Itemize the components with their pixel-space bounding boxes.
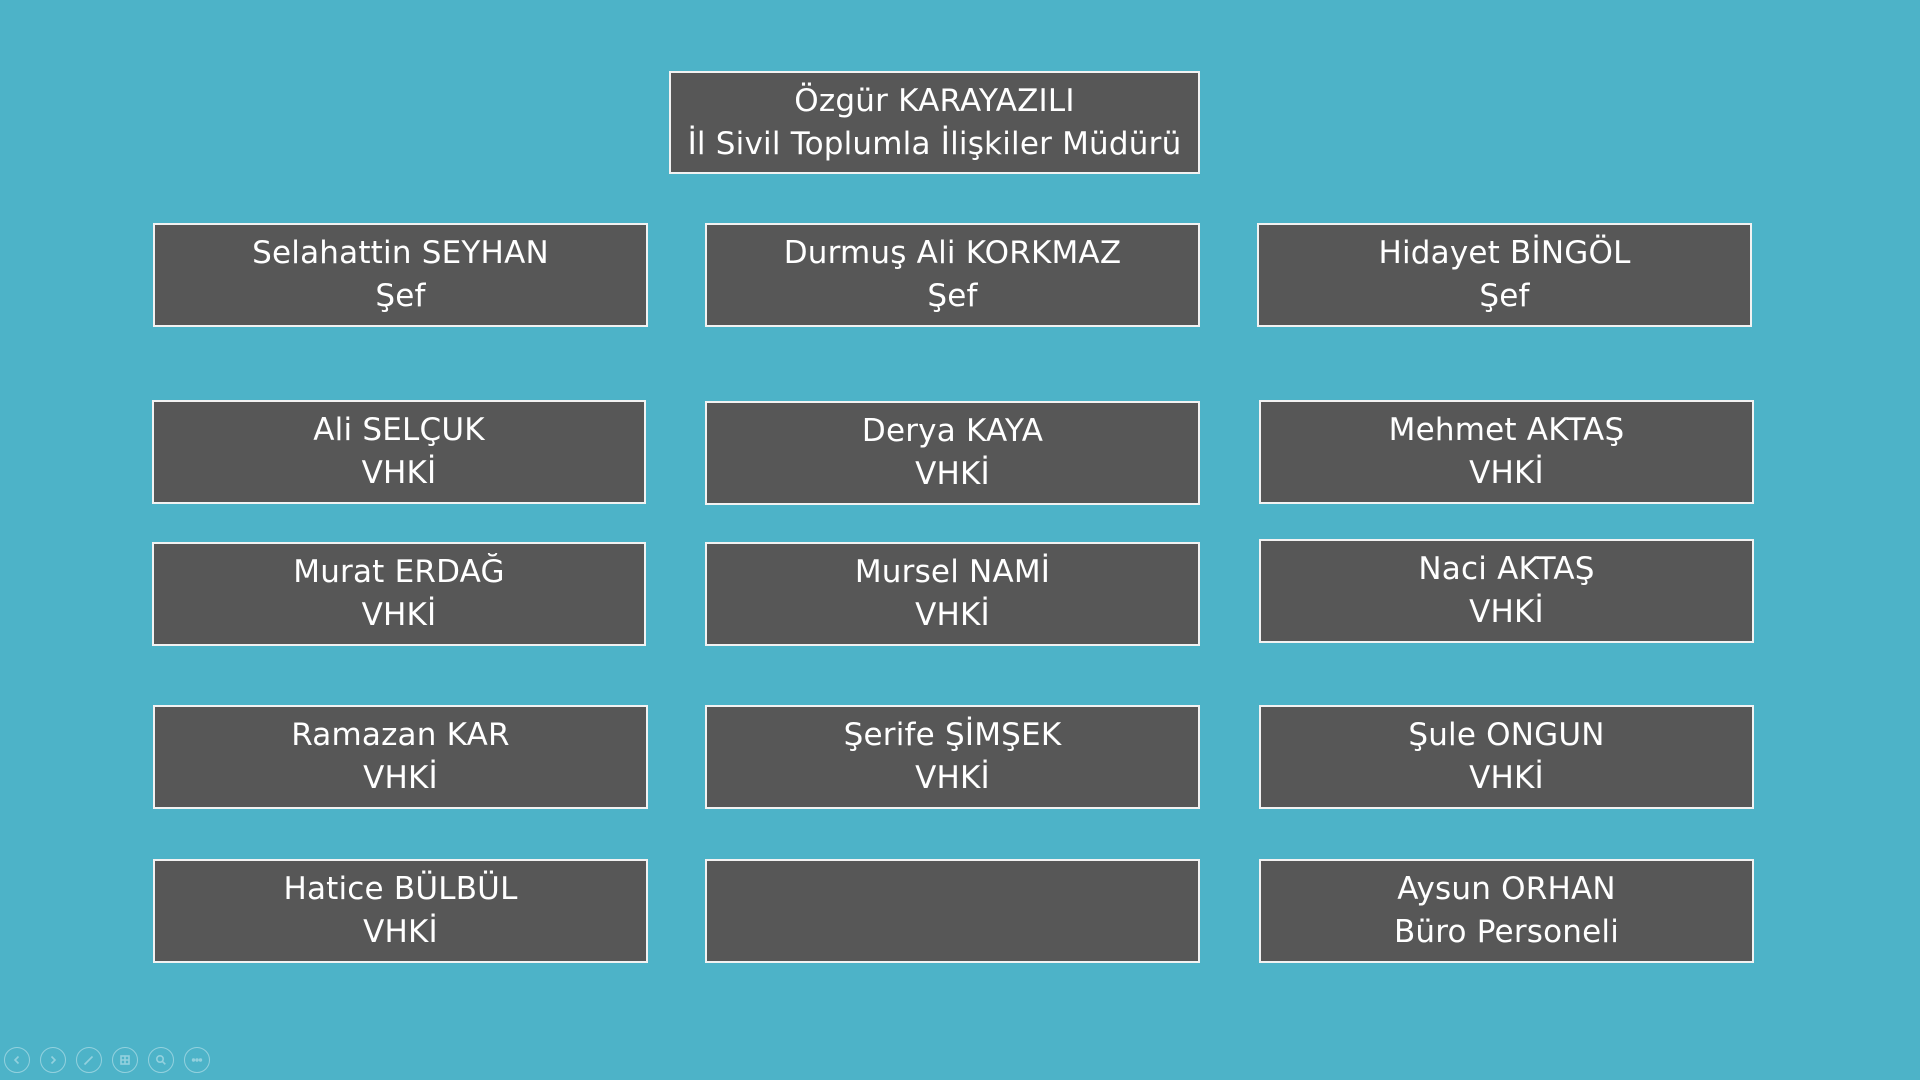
staff-title: VHKİ [361,455,437,491]
staff-card-middle-empty [705,859,1200,963]
staff-card-right-2: Naci AKTAŞ VHKİ [1259,539,1754,643]
staff-title: Büro Personeli [1393,914,1620,950]
staff-name: Mehmet AKTAŞ [1388,412,1625,448]
pen-icon [83,1055,94,1066]
next-slide-button[interactable] [40,1047,66,1073]
staff-card-middle-3: Şerife ŞİMŞEK VHKİ [705,705,1200,809]
staff-name: Selahattin SEYHAN [252,235,549,271]
staff-title: VHKİ [1469,455,1544,491]
zoom-icon [155,1054,166,1065]
staff-title: VHKİ [915,456,990,492]
staff-card-right-0: Hidayet BİNGÖL Şef [1257,223,1752,327]
staff-title: VHKİ [1469,760,1544,796]
staff-title: Şef [1479,278,1530,314]
staff-name: Ali SELÇUK [313,412,485,448]
staff-card-left-3: Ramazan KAR VHKİ [153,705,648,809]
staff-name: Hatice BÜLBÜL [283,871,518,907]
staff-name: Şule ONGUN [1408,717,1605,753]
staff-name: Aysun ORHAN [1397,871,1616,907]
more-options-icon [191,1058,203,1062]
staff-name: Ramazan KAR [291,717,510,753]
staff-name: Durmuş Ali KORKMAZ [783,235,1122,271]
slides-grid-button[interactable] [112,1047,138,1073]
previous-slide-button[interactable] [4,1047,30,1073]
staff-card-left-4: Hatice BÜLBÜL VHKİ [153,859,648,963]
slides-grid-icon [120,1055,130,1065]
staff-card-right-1: Mehmet AKTAŞ VHKİ [1259,400,1754,504]
previous-slide-icon [13,1055,20,1065]
staff-card-right-4: Aysun ORHAN Büro Personeli [1259,859,1754,963]
staff-title: Şef [375,278,426,314]
staff-card-left-0: Selahattin SEYHAN Şef [153,223,648,327]
staff-title: VHKİ [915,760,990,796]
staff-card-left-2: Murat ERDAĞ VHKİ [152,542,646,646]
zoom-button[interactable] [148,1047,174,1073]
staff-title: VHKİ [915,597,990,633]
staff-card-middle-0: Durmuş Ali KORKMAZ Şef [705,223,1200,327]
pen-button[interactable] [76,1047,102,1073]
staff-title: VHKİ [363,914,438,950]
staff-title: Şef [927,278,978,314]
staff-name: Murat ERDAĞ [293,554,505,590]
director-name: Özgür KARAYAZILI [794,82,1075,119]
director-card: Özgür KARAYAZILI İl Sivil Toplumla İlişk… [669,71,1200,174]
staff-card-right-3: Şule ONGUN VHKİ [1259,705,1754,809]
staff-name: Naci AKTAŞ [1418,551,1595,587]
staff-title: VHKİ [363,760,438,796]
director-title: İl Sivil Toplumla İlişkiler Müdürü [687,125,1182,162]
staff-card-middle-1: Derya KAYA VHKİ [705,401,1200,505]
staff-title: VHKİ [361,597,437,633]
presentation-toolbar [4,1047,210,1075]
staff-title: VHKİ [1469,594,1544,630]
more-options-button[interactable] [184,1047,210,1073]
staff-card-left-1: Ali SELÇUK VHKİ [152,400,646,504]
staff-card-middle-2: Mursel NAMİ VHKİ [705,542,1200,646]
staff-name: Şerife ŞİMŞEK [843,717,1062,753]
staff-name: Mursel NAMİ [854,554,1051,590]
staff-name: Hidayet BİNGÖL [1378,235,1631,271]
staff-name: Derya KAYA [861,413,1044,449]
next-slide-icon [50,1055,57,1065]
